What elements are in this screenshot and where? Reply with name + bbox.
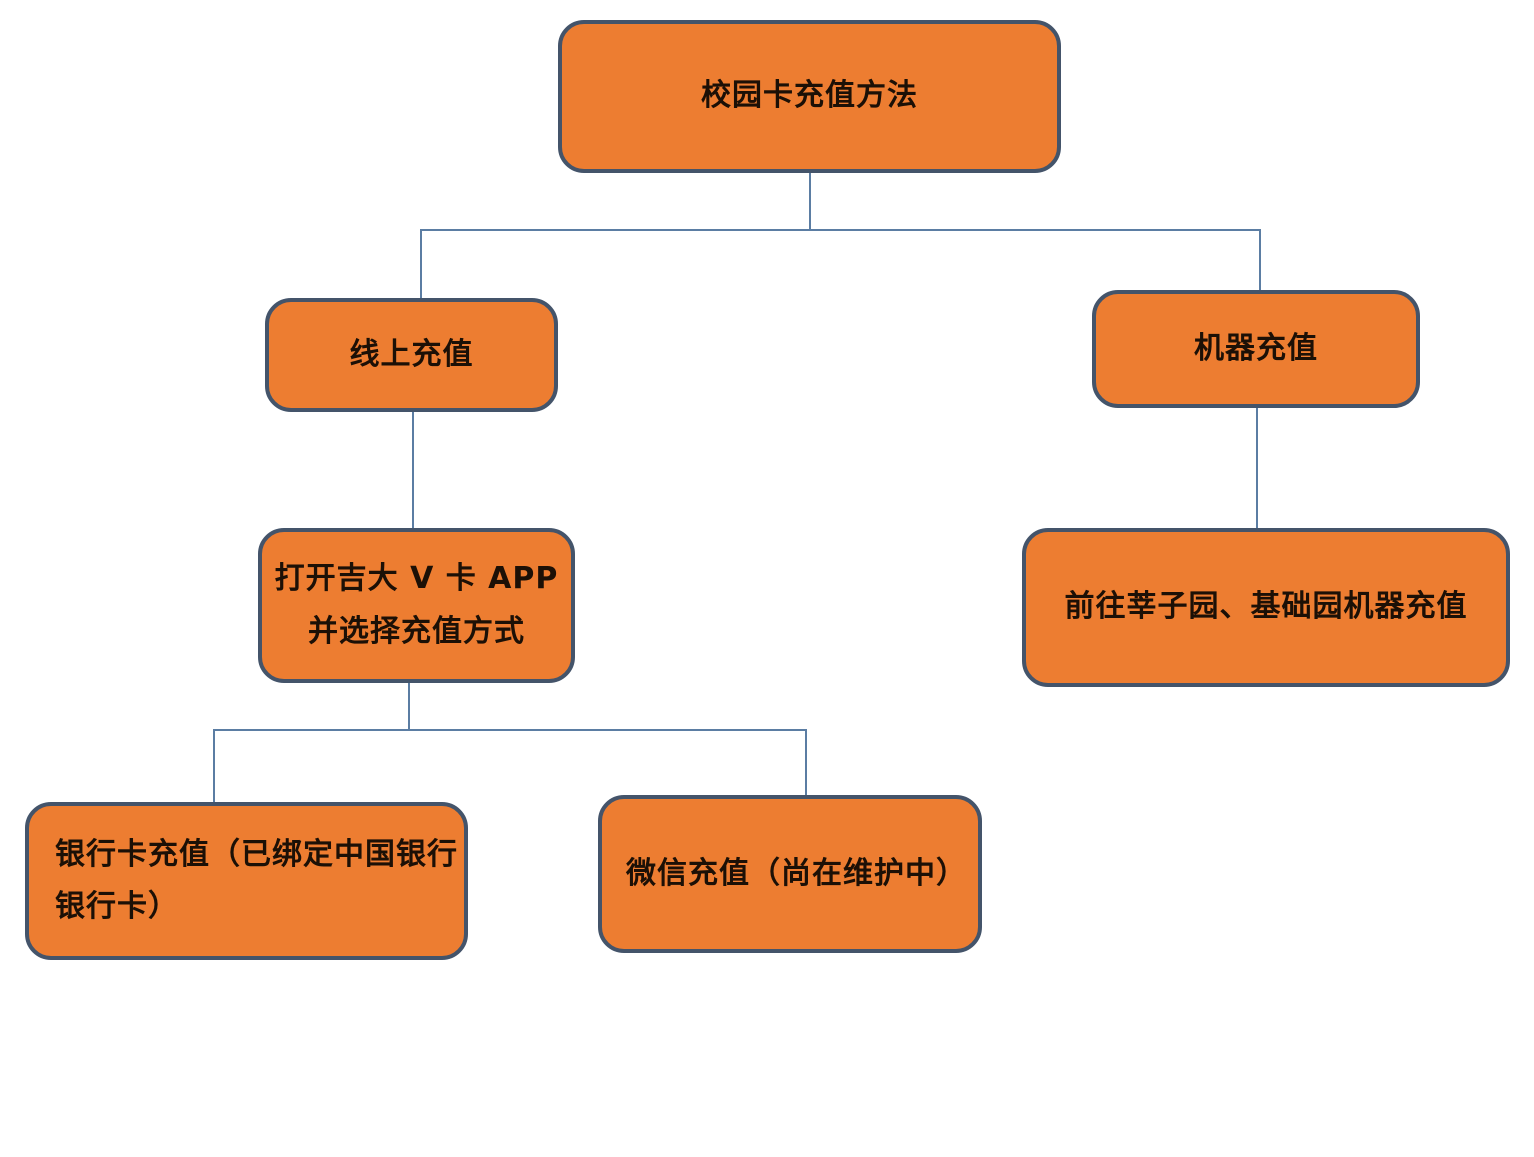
node-online-recharge: 线上充值 — [265, 298, 558, 412]
connector-app-down — [408, 683, 410, 730]
node-label: 校园卡充值方法 — [701, 78, 918, 114]
connector-machine-drop — [1259, 229, 1261, 290]
node-go-to-campus-machines: 前往莘子园、基础园机器充值 — [1022, 528, 1510, 687]
node-label-line1: 银行卡充值（已绑定中国银行 — [55, 836, 458, 872]
node-wechat-recharge: 微信充值（尚在维护中） — [598, 795, 982, 953]
connector-bottom-horizontal — [213, 729, 807, 731]
node-label: 线上充值 — [349, 336, 474, 372]
node-machine-recharge: 机器充值 — [1092, 290, 1420, 408]
connector-bank-drop — [213, 729, 215, 802]
connector-root-down — [809, 173, 811, 231]
node-label: 微信充值（尚在维护中） — [626, 855, 967, 891]
node-label: 机器充值 — [1194, 330, 1318, 366]
node-bank-card-recharge: 银行卡充值（已绑定中国银行 银行卡） — [25, 802, 468, 960]
connector-machine-to-go — [1256, 408, 1258, 528]
connector-top-horizontal — [420, 229, 1261, 231]
connector-online-drop — [420, 229, 422, 298]
connector-online-to-app — [412, 412, 414, 528]
connector-wechat-drop — [805, 729, 807, 795]
node-campus-card-recharge-methods: 校园卡充值方法 — [558, 20, 1061, 173]
node-label-line2: 并选择充值方式 — [308, 613, 525, 649]
node-label-line1: 打开吉大 V 卡 APP — [274, 561, 559, 596]
node-label: 前往莘子园、基础园机器充值 — [1064, 589, 1468, 625]
node-label-line2: 银行卡） — [55, 889, 179, 924]
node-open-jda-vcard-app: 打开吉大 V 卡 APP 并选择充值方式 — [258, 528, 575, 683]
